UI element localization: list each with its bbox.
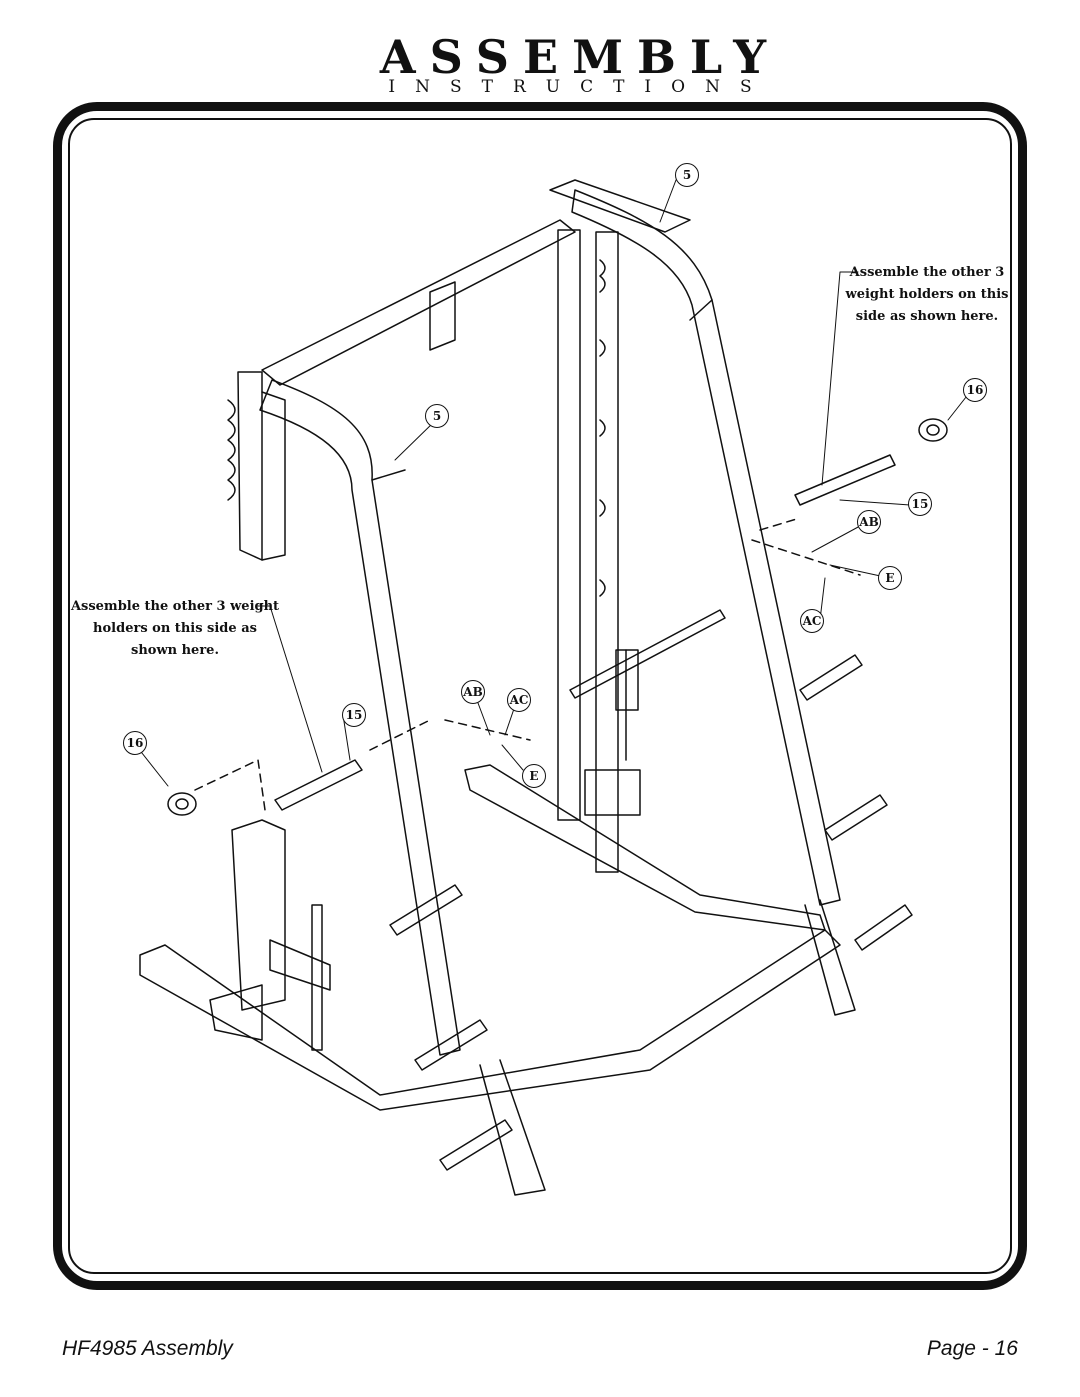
callout-part-5-top: 5 <box>675 163 699 187</box>
left-weight-tree <box>209 371 331 1051</box>
callout-part-ab-left: AB <box>461 680 485 704</box>
page-title: ASSEMBLY <box>379 30 781 84</box>
page-subtitle: INSTRUCTIONS <box>388 77 772 97</box>
top-beam <box>261 179 691 386</box>
callout-part-16-left: 16 <box>123 731 147 755</box>
right-upright <box>571 189 841 906</box>
outer-frame <box>53 102 1027 1290</box>
callout-part-ac-left: AC <box>507 688 531 712</box>
note-right-weight-holders: Assemble the other 3 weight holders on t… <box>845 265 1009 324</box>
center-rack <box>557 229 726 873</box>
callout-part-e-right: E <box>878 566 902 590</box>
dashed-lines <box>194 517 861 811</box>
weight-pegs <box>274 454 913 1171</box>
note-left-weight-holders: Assemble the other 3 weight holders on t… <box>70 599 280 658</box>
inner-frame <box>68 118 1012 1274</box>
footer-page-number: Page - 16 <box>926 1337 1018 1360</box>
callout-part-ac-right: AC <box>800 609 824 633</box>
callout-part-e-left: E <box>522 764 546 788</box>
callout-part-15-right: 15 <box>908 492 932 516</box>
footer-model-label: HF4985 Assembly <box>62 1337 233 1360</box>
base-frame <box>139 764 856 1196</box>
callout-part-ab-right: AB <box>857 510 881 534</box>
callout-part-5-mid: 5 <box>425 404 449 428</box>
callout-part-16-right: 16 <box>963 378 987 402</box>
spacers <box>167 418 948 816</box>
callout-part-15-left: 15 <box>342 703 366 727</box>
